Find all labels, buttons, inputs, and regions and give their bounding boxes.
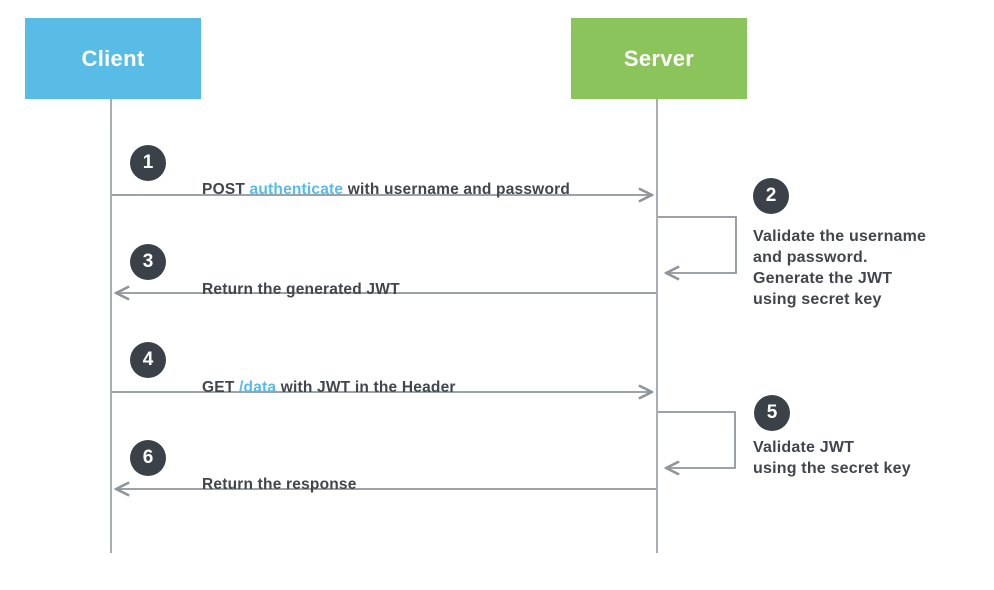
message-3-prefix: Return the generated JWT — [202, 281, 400, 298]
message-6-label: Return the response — [184, 458, 357, 512]
server-self-loop-step-2 — [658, 216, 737, 273]
message-3-label: Return the generated JWT — [184, 263, 400, 317]
step-3-badge: 3 — [130, 244, 166, 280]
step-2-note-line: Generate the JWT — [753, 270, 893, 287]
actor-client: Client — [25, 18, 201, 99]
message-4-highlight: /data — [239, 379, 277, 396]
message-1-suffix: with username and password — [343, 181, 571, 198]
actor-client-label: Client — [81, 45, 145, 71]
step-2-note: Validate the username and password. Gene… — [753, 226, 926, 310]
step-5-note: Validate JWT using the secret key — [753, 437, 911, 479]
step-4-badge: 4 — [130, 342, 166, 378]
step-5-note-line: using the secret key — [753, 460, 911, 477]
step-6-badge: 6 — [130, 440, 166, 476]
step-2-note-line: Validate the username — [753, 228, 927, 245]
actor-server-label: Server — [623, 45, 695, 71]
message-6-prefix: Return the response — [202, 476, 357, 493]
step-2-note-line: using secret key — [753, 291, 882, 308]
step-5-badge: 5 — [754, 395, 790, 431]
message-4-suffix: with JWT in the Header — [276, 379, 456, 396]
message-1-prefix: POST — [202, 181, 250, 198]
step-5-note-line: Validate JWT — [753, 439, 855, 456]
message-4-prefix: GET — [202, 379, 240, 396]
message-4-label: GET /data with JWT in the Header — [184, 361, 456, 415]
step-2-note-line: and password. — [753, 249, 868, 266]
step-2-badge: 2 — [753, 178, 789, 214]
step-1-badge: 1 — [130, 145, 166, 181]
message-1-highlight: authenticate — [249, 181, 344, 198]
message-1-label: POST authenticate with username and pass… — [184, 163, 570, 217]
actor-server: Server — [571, 18, 747, 99]
server-self-loop-step-5 — [658, 411, 736, 468]
